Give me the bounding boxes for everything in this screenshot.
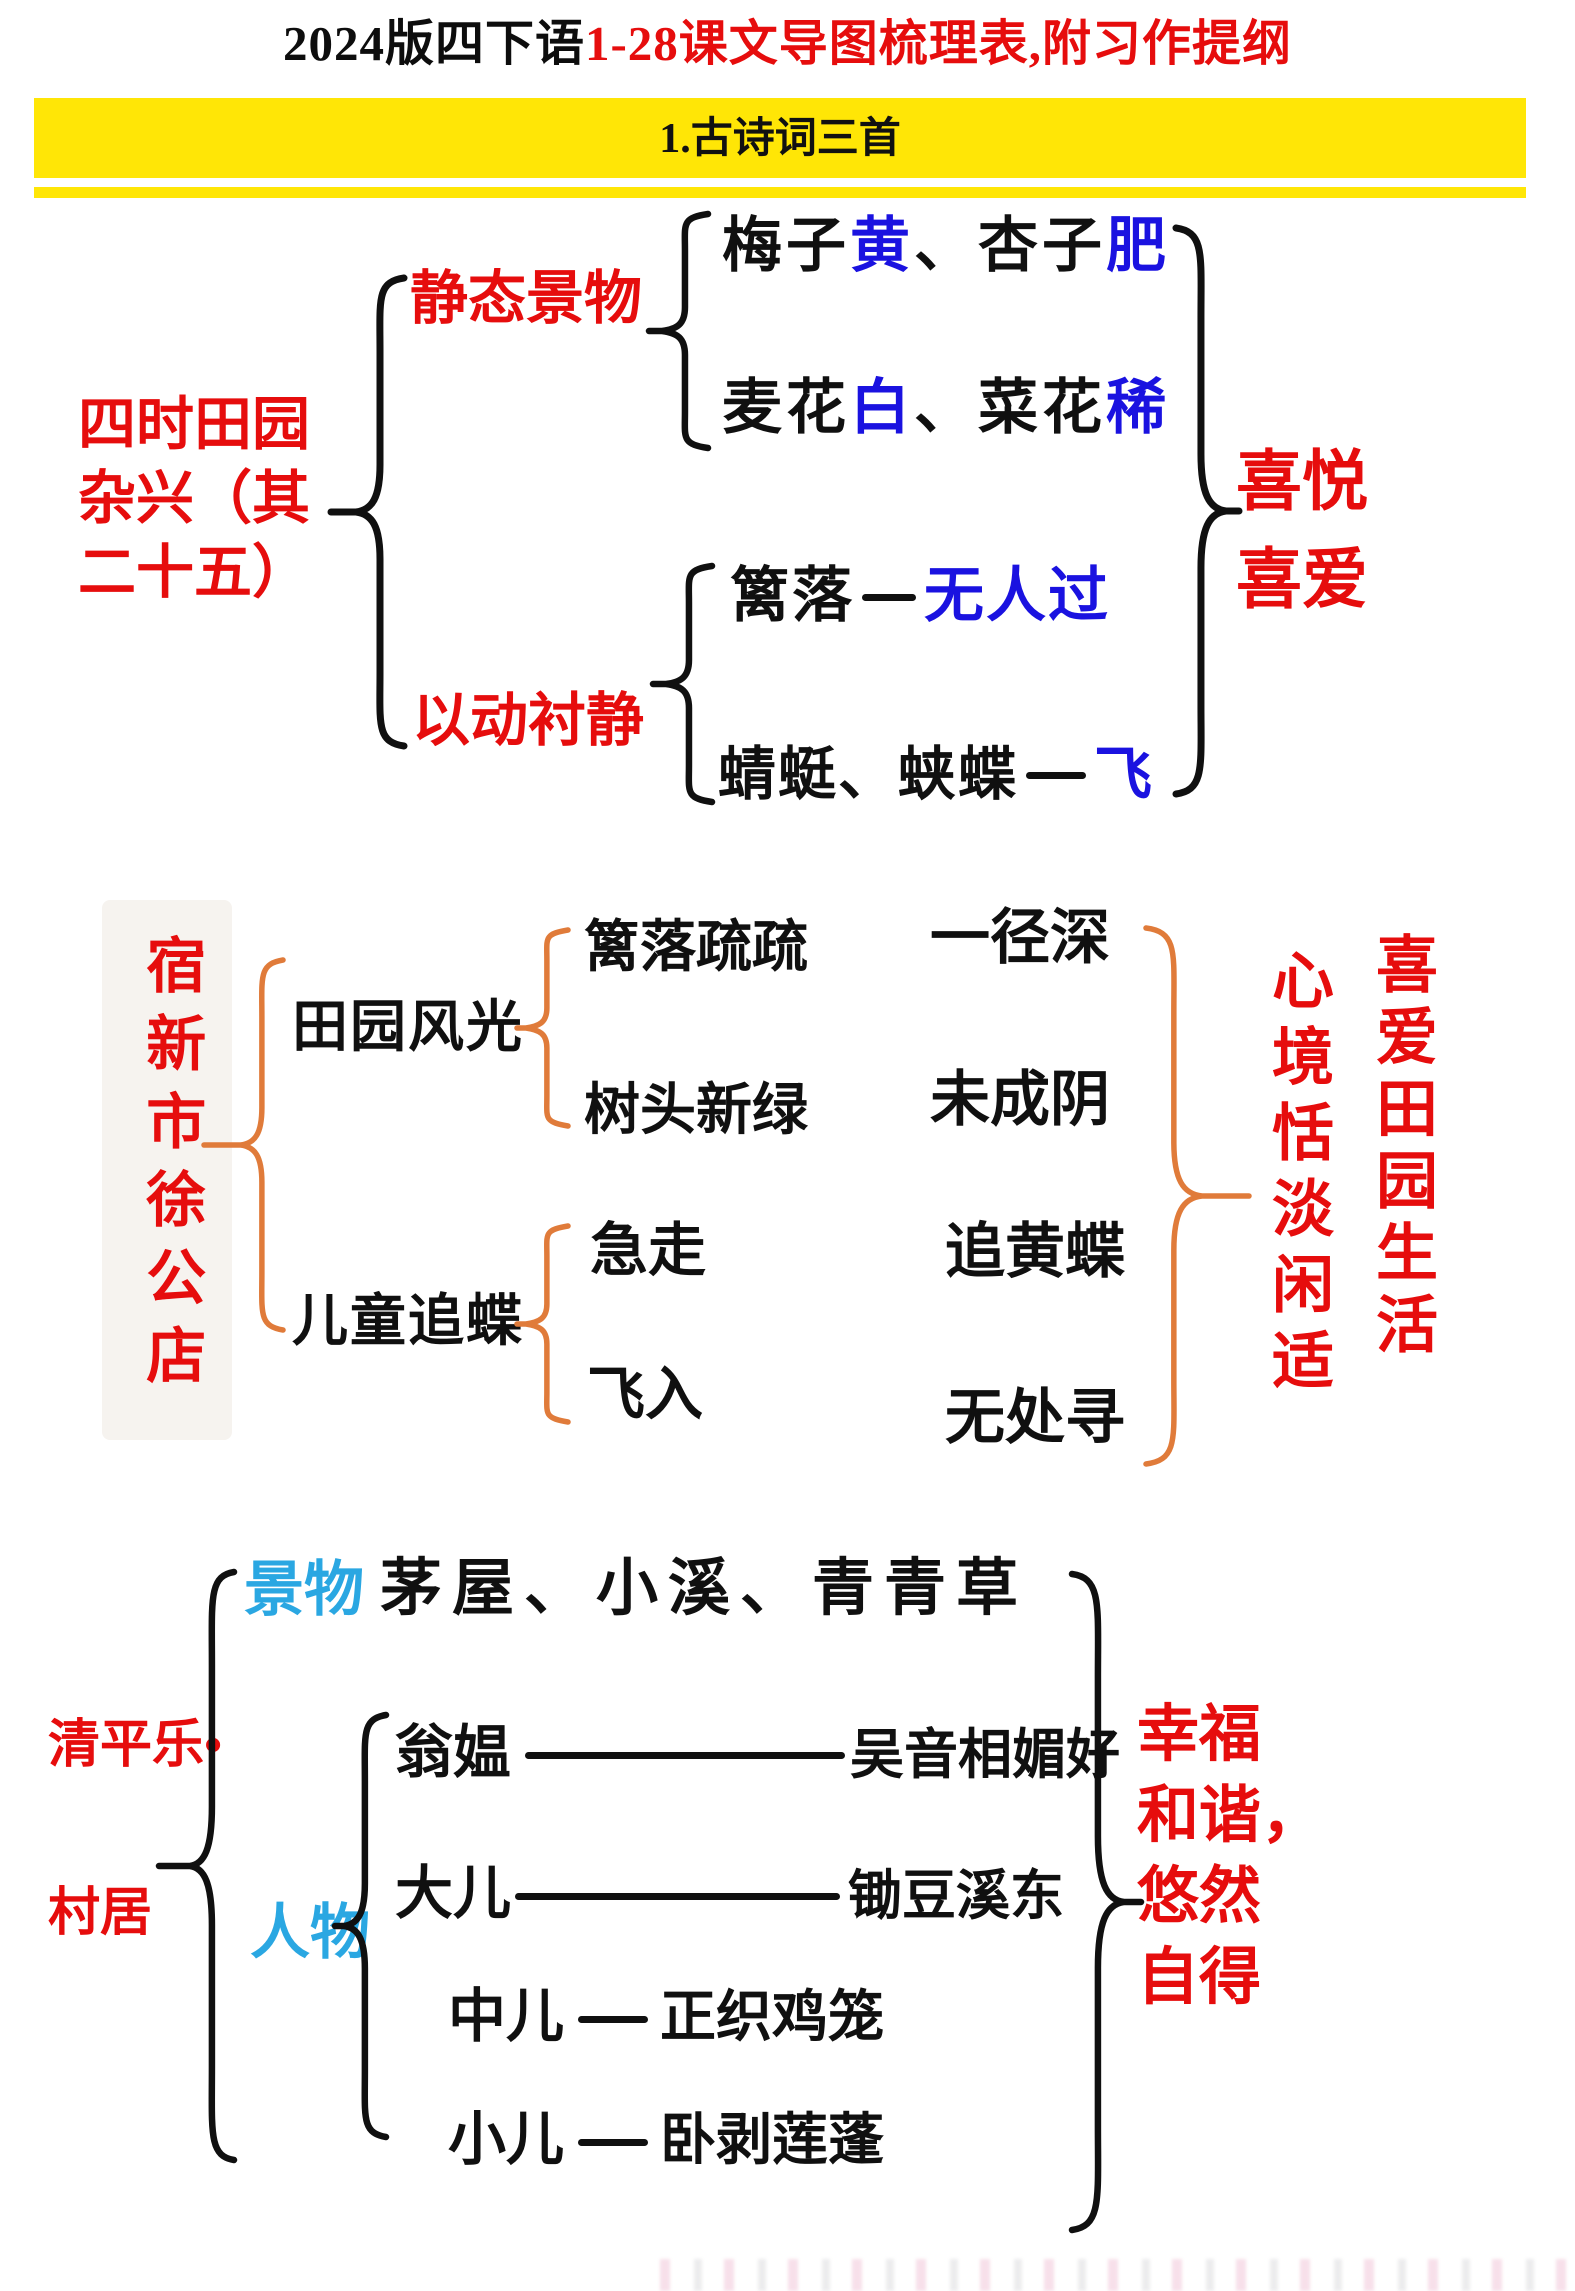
text-segment: 黄: [850, 213, 914, 279]
dash-connector: [578, 2016, 648, 2023]
poem3-branch-scene: 景物: [244, 1557, 364, 1623]
text-segment: 飞: [1094, 742, 1155, 807]
brace-poem2-main: [201, 957, 286, 1333]
poem2-phrase: 飞入: [587, 1362, 704, 1427]
lesson-banner: 1.古诗词三首: [34, 98, 1526, 178]
text-segment: 麦花: [722, 375, 850, 441]
poem2-phrase: 树头新绿: [584, 1080, 808, 1142]
poem1-item-line: 麦花白、菜花稀: [722, 376, 1170, 441]
poem1-item-line: 蜻蜓、蛱蝶 飞: [718, 742, 1155, 807]
text-segment: 菜花: [978, 375, 1106, 441]
poem3-person-name: 中儿: [448, 1984, 565, 2049]
poem1-item-line: 梅子黄、杏子肥: [722, 214, 1170, 279]
text-segment: 稀: [1106, 375, 1170, 441]
poem2-phrase: 急走: [590, 1218, 707, 1283]
poem1-title-line: 二十五）: [78, 540, 311, 605]
poem2-phrase: 追黄蝶: [945, 1219, 1125, 1285]
brace-poem2-children-items: [514, 1223, 571, 1425]
dash-connector: [1026, 772, 1087, 780]
brace-poem3-main: [155, 1568, 238, 2164]
poem3-title-line: 村居: [48, 1885, 153, 1942]
dash-connector: [525, 1752, 845, 1759]
poem3-person-desc: 正织鸡笼: [660, 1987, 884, 2049]
poem3-scene-content: 茅屋、小溪、青青草: [380, 1555, 1029, 1623]
text-segment: 肥: [1106, 213, 1170, 279]
brace-poem2-scenery-items: [514, 927, 571, 1129]
dash-connector: [578, 2139, 648, 2146]
poem3-branch-people: 人物: [250, 1900, 370, 1966]
poem3-person-desc: 吴音相媚好: [850, 1725, 1120, 1785]
poem2-conclusion-column: 心境恬淡闲适: [1261, 948, 1330, 1404]
poem1-title-line: 四时田园: [78, 392, 311, 457]
poem3-conclusion-line: 和谐，: [1137, 1782, 1324, 1850]
poem2-phrase: 无处寻: [945, 1385, 1125, 1451]
text-segment: 无人过: [924, 563, 1110, 629]
poem3-title-line: 清平乐•: [48, 1717, 223, 1774]
poem3-person-name: 小儿: [448, 2107, 565, 2172]
text-segment: 、: [914, 213, 978, 279]
dash-connector: [515, 1893, 840, 1900]
brace-poem3-conclusion: [1068, 1570, 1145, 2234]
poem3-person-desc: 锄豆溪东: [848, 1866, 1064, 1926]
brace-poem1-main: [327, 274, 408, 750]
page-title: 2024版四下语1-28课文导图梳理表,附习作提纲: [0, 4, 1575, 75]
brace-poem1-motion-items: [649, 562, 716, 806]
brace-poem3-people-items: [331, 1711, 390, 2141]
poem3-conclusion: 幸福 和谐， 悠然 自得: [1137, 1695, 1323, 2019]
page-title-black: 2024版四下语: [282, 16, 585, 71]
poem1-conclusion-line: 喜悦: [1236, 446, 1368, 519]
text-segment: 杏子: [978, 213, 1106, 279]
poem1-title: 四时田园 杂兴（其 二十五）: [78, 388, 310, 610]
poem1-branch-static: 静态景物: [410, 266, 643, 331]
poem1-item-line: 篱落 无人过: [730, 564, 1110, 629]
banner-underline: [34, 187, 1526, 198]
text-segment: 蜻蜓、蛱蝶: [718, 742, 1019, 807]
poem2-phrase: 未成阴: [930, 1067, 1110, 1133]
text-segment: 篱落: [730, 563, 854, 629]
poem1-title-line: 杂兴（其: [78, 466, 311, 531]
dash-connector: [862, 593, 916, 601]
poem3-conclusion-line: 悠然: [1137, 1863, 1262, 1931]
poem2-conclusion-column: 喜爱田园生活: [1365, 932, 1434, 1364]
poem1-conclusion: 喜悦 喜爱: [1236, 434, 1368, 630]
lesson-banner-label: 1.古诗词三首: [659, 116, 901, 162]
text-segment: 梅子: [722, 213, 850, 279]
poem3-conclusion-line: 自得: [1137, 1944, 1262, 2012]
poem1-conclusion-line: 喜爱: [1236, 544, 1368, 617]
poem2-branch-scenery: 田园风光: [292, 997, 524, 1059]
poem3-conclusion-line: 幸福: [1137, 1701, 1262, 1769]
poem3-person-name: 大儿: [395, 1861, 512, 1926]
poem2-phrase: 篱落疏疏: [584, 917, 808, 979]
poem2-branch-children: 儿童追蝶: [292, 1291, 524, 1353]
text-segment: 白: [850, 375, 914, 441]
poem3-person-desc: 卧剥莲蓬: [660, 2110, 884, 2172]
brace-poem1-static-items: [645, 210, 712, 452]
poem3-person-name: 翁媪: [395, 1720, 512, 1785]
brace-poem2-conclusion: [1143, 925, 1252, 1467]
page-title-red: 1-28课文导图梳理表,附习作提纲: [584, 16, 1293, 71]
poem2-title: 宿新市徐公店: [137, 934, 204, 1402]
poem1-branch-motion: 以动衬静: [412, 688, 645, 753]
text-segment: 、: [914, 375, 978, 441]
watermark-smudge: [660, 2259, 1575, 2291]
brace-poem1-conclusion: [1172, 224, 1243, 798]
poem2-title-background: [102, 900, 232, 1440]
poem2-phrase: 一径深: [930, 905, 1110, 971]
